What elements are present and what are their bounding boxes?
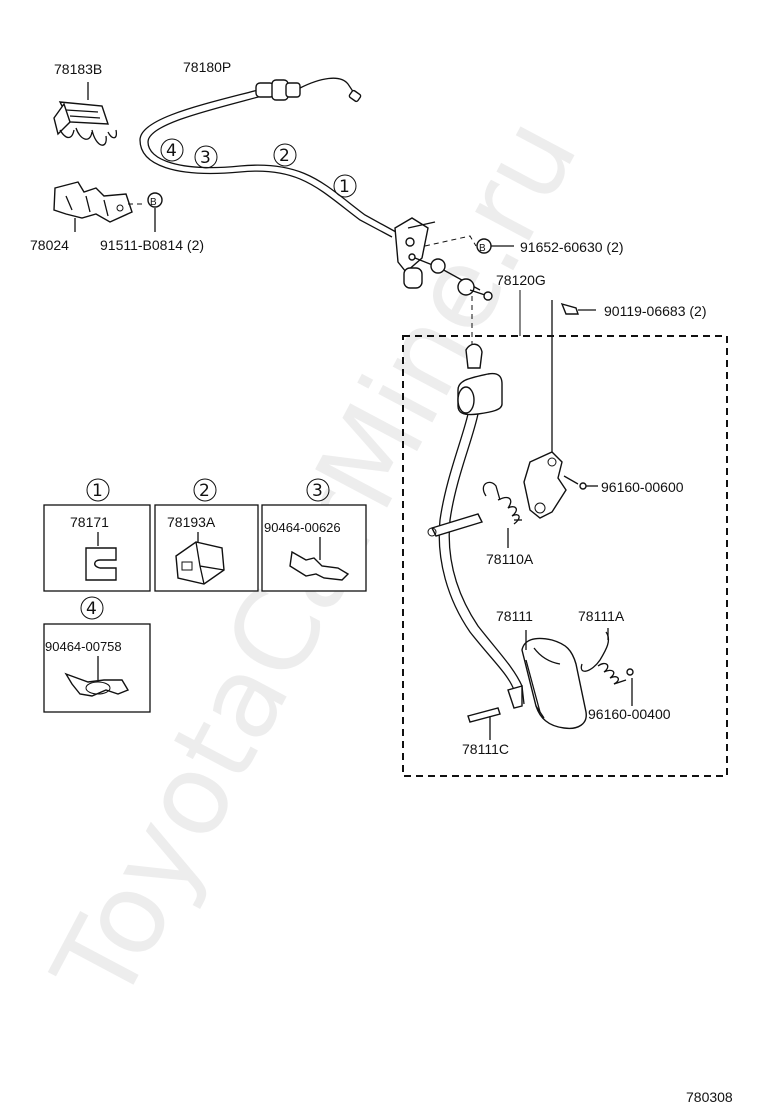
label-91511-b0814: 91511-B0814 (2) xyxy=(100,237,204,253)
marker-b-91652: B xyxy=(479,243,486,254)
bracket-78024 xyxy=(53,181,163,232)
clamp-4-index: 4 xyxy=(86,599,97,619)
accelerator-cable xyxy=(139,77,493,352)
clamp-2-index: 2 xyxy=(199,481,210,501)
clamp-4-part: 90464-00758 xyxy=(45,639,122,654)
callout-1: 1 xyxy=(339,177,350,197)
pad-spring-78111a xyxy=(580,628,634,706)
figure-code: 780308 xyxy=(686,1089,733,1105)
label-96160-00400: 96160-00400 xyxy=(588,706,671,722)
label-90119-06683: 90119-06683 (2) xyxy=(604,303,706,319)
pedal-pad-78111 xyxy=(521,630,587,730)
callout-4: 4 xyxy=(166,141,177,161)
marker-b-91511: B xyxy=(150,197,157,208)
cable-callouts: 1 2 3 4 xyxy=(160,138,357,198)
clamp-3-index: 3 xyxy=(312,481,323,501)
callout-3: 3 xyxy=(200,148,211,168)
cable-clamp-78183b xyxy=(53,82,118,146)
label-91652-60630: 91652-60630 (2) xyxy=(520,239,624,255)
clamp-table: 1 78171 2 78193A 3 90464-00626 4 90464-0… xyxy=(43,478,367,713)
pedal-bracket xyxy=(523,300,598,519)
label-78183b: 78183B xyxy=(54,61,102,77)
pedal-arm-78110a-assembly xyxy=(427,343,525,709)
label-78111a: 78111A xyxy=(578,608,625,624)
callout-2: 2 xyxy=(279,146,290,166)
clamp-3-part: 90464-00626 xyxy=(264,520,341,535)
label-78111: 78111 xyxy=(496,608,533,624)
label-78120g: 78120G xyxy=(496,272,546,288)
pedal-assembly-box xyxy=(402,290,728,777)
label-78111c: 78111C xyxy=(462,741,509,757)
label-78110a: 78110A xyxy=(486,551,534,567)
bolt-90119-06683 xyxy=(560,302,596,315)
clamp-2-part: 78193A xyxy=(167,514,216,530)
clamp-1-index: 1 xyxy=(92,481,103,501)
pedal-pin-78111c xyxy=(467,707,501,740)
bolt-marker-91652 xyxy=(424,235,514,254)
clamp-1-part: 78171 xyxy=(70,514,109,530)
label-78180p: 78180P xyxy=(183,59,231,75)
label-96160-00600: 96160-00600 xyxy=(601,479,684,495)
label-78024: 78024 xyxy=(30,237,69,253)
